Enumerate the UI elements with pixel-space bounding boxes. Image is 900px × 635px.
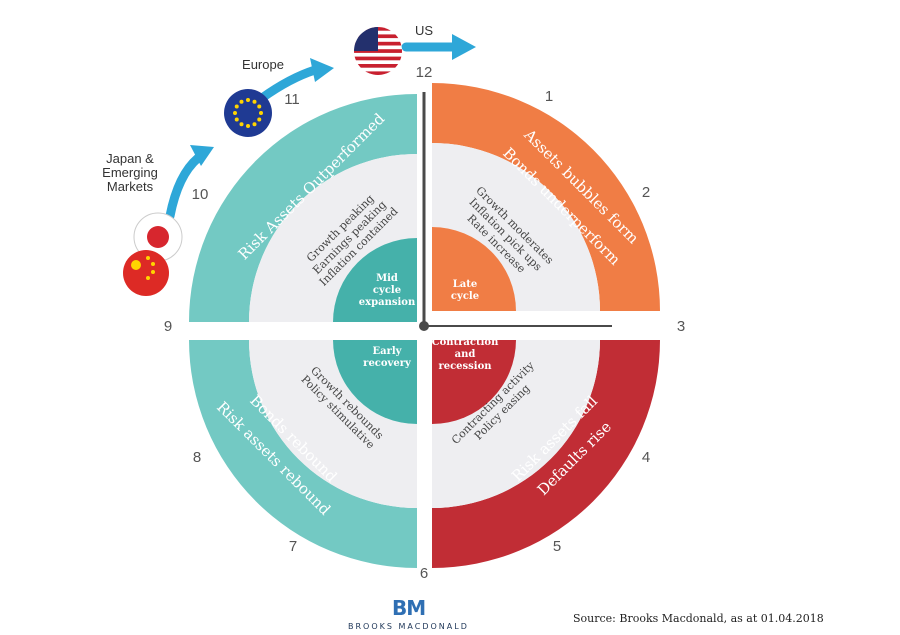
eu-flag-star-7 <box>234 104 239 109</box>
eu-flag-star-4 <box>239 122 244 127</box>
eu-flag-star-2 <box>252 122 257 127</box>
center-label-mid-cycle-line: cycle <box>373 285 401 296</box>
center-label-late-cycle-line: Late <box>453 279 478 290</box>
center-label-contraction-line: recession <box>438 361 492 372</box>
china-flag-icon <box>123 250 169 296</box>
outer-ring-top_left <box>189 94 417 322</box>
us-flag-stripe-5 <box>354 64 402 68</box>
eu-flag-star-8 <box>239 99 244 104</box>
center-label-contraction-line: Contraction <box>432 337 499 348</box>
source-note: Source: Brooks Macdonald, as at 01.04.20… <box>573 612 824 625</box>
china-flag-star-1 <box>146 256 150 260</box>
label-europe-line: Europe <box>242 57 284 72</box>
arrow-europe-to-us <box>257 65 320 103</box>
center-sector-top_right <box>432 227 516 311</box>
clock-number-6: 6 <box>420 565 428 582</box>
outer-ring-top_right <box>432 83 660 311</box>
brooks-macdonald-logo-text: BROOKS MACDONALD <box>348 622 469 631</box>
middle-ring-bottom_right <box>432 340 600 508</box>
quadrant-rings <box>189 83 660 568</box>
eu-flag-star-10 <box>252 99 257 104</box>
clock-number-8: 8 <box>193 449 201 466</box>
center-label-mid-cycle-line: Mid <box>376 273 398 284</box>
middle-ring-top_left <box>249 154 417 322</box>
us-flag-stripe-3 <box>354 49 402 53</box>
eu-flag-star-1 <box>257 117 262 122</box>
center-label-early-recovery-line: recovery <box>363 358 412 369</box>
clock-number-12: 12 <box>416 64 433 81</box>
center-sector-bottom_left <box>333 340 417 424</box>
us-flag-stripes <box>354 27 402 75</box>
us-flag-canton <box>354 27 378 51</box>
center-label-early-recovery-line: Early <box>373 346 403 357</box>
us-flag-stripe-6 <box>354 71 402 75</box>
brooks-macdonald-logo-mark: BM <box>392 596 426 620</box>
us-flag-stripe-4 <box>354 56 402 61</box>
middle-ring-bottom_left <box>249 340 417 508</box>
clock-number-4: 4 <box>642 449 650 466</box>
eu-flag-star-0 <box>259 111 263 115</box>
clock-number-3: 3 <box>677 318 685 335</box>
clock-number-11: 11 <box>284 91 300 108</box>
arrowhead-japan-to-europe <box>190 145 214 166</box>
china-flag-star-4 <box>146 276 150 280</box>
eu-flag-star-3 <box>246 124 250 128</box>
label-us: US <box>415 23 433 38</box>
clock-hands <box>419 92 612 331</box>
clock-number-9: 9 <box>164 318 172 335</box>
center-sector-top_left <box>333 238 417 322</box>
clock-number-1: 1 <box>545 88 553 105</box>
middle-ring-top_right <box>432 143 600 311</box>
arrowhead-us-forward <box>452 34 476 60</box>
label-japan-emerging-markets-line: Emerging <box>102 165 158 180</box>
eu-flag-star-9 <box>246 98 250 102</box>
center-label-contraction-line: and <box>455 349 476 360</box>
label-japan-emerging-markets-line: Markets <box>107 179 154 194</box>
label-us-line: US <box>415 23 433 38</box>
clock-number-7: 7 <box>289 538 297 555</box>
japan-flag-sun <box>147 226 169 248</box>
label-europe: Europe <box>242 57 284 72</box>
clock-number-5: 5 <box>553 538 561 555</box>
china-flag-star-0 <box>131 260 141 270</box>
clock-number-2: 2 <box>642 184 650 201</box>
label-japan-emerging-markets-line: Japan & <box>106 151 154 166</box>
eu-flag-star-6 <box>233 111 237 115</box>
eu-flag-star-5 <box>234 117 239 122</box>
center-label-mid-cycle-line: expansion <box>359 297 416 308</box>
eu-flag-icon <box>224 89 272 137</box>
clock-number-10: 10 <box>192 186 209 203</box>
arrowhead-europe-to-us <box>310 58 334 82</box>
china-flag-star-3 <box>151 270 155 274</box>
outer-ring-bottom_left <box>189 340 417 568</box>
china-flag-star-2 <box>151 262 155 266</box>
eu-flag-star-11 <box>257 104 262 109</box>
center-label-late-cycle-line: cycle <box>451 291 479 302</box>
outer-ring-bottom_right <box>432 340 660 568</box>
arrow-japan-to-europe <box>165 153 203 221</box>
center-sector-bottom_right <box>432 340 516 424</box>
